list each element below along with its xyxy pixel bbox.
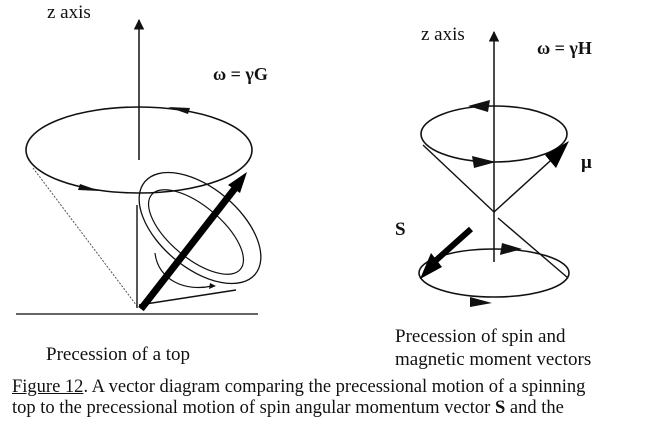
left-equation: ω = γG [213, 64, 268, 84]
right-lower-circle [418, 248, 570, 298]
top-precession-figure [16, 18, 262, 315]
figure-caption: Figure 12. A vector diagram comparing th… [12, 377, 660, 419]
right-z-axis-label: z axis [421, 24, 465, 45]
left-circle-arrow-bottom [78, 184, 100, 191]
right-lower-cone-right [497, 217, 569, 279]
right-upper-cone-left [422, 144, 495, 213]
spin-precession-figure [418, 30, 570, 307]
caption-spin-symbol: S [494, 398, 506, 418]
right-subcaption-line2: magnetic moment vectors [395, 349, 592, 370]
caption-line2-text: top to the precessional motion of spin a… [12, 398, 495, 418]
caption-line1-text: . A vector diagram comparing the precess… [83, 377, 586, 397]
spin-vector [430, 226, 474, 266]
left-z-axis-label: z axis [47, 2, 91, 23]
left-subcaption: Precession of a top [46, 344, 191, 365]
left-base-edge [138, 289, 237, 306]
top-spin-arrow [154, 252, 213, 289]
left-circle-arrow-top [168, 107, 190, 114]
figure-reference: Figure 12 [12, 377, 84, 397]
mu-arrowhead [545, 141, 569, 168]
spin-arrowhead [420, 253, 442, 279]
spin-label: S [395, 219, 406, 240]
magnetic-moment-vector [493, 151, 561, 213]
right-subcaption-line1: Precession of spin and [395, 326, 566, 347]
caption-line2-end: and the [505, 398, 564, 418]
top-angular-momentum-vector [138, 184, 239, 312]
caption-line-2: top to the precessional motion of spin a… [12, 398, 660, 419]
mu-label: μ [581, 152, 592, 173]
left-cone-dotted-edge [32, 167, 138, 307]
caption-line-1: Figure 12. A vector diagram comparing th… [12, 377, 660, 398]
right-equation: ω = γH [537, 38, 592, 58]
